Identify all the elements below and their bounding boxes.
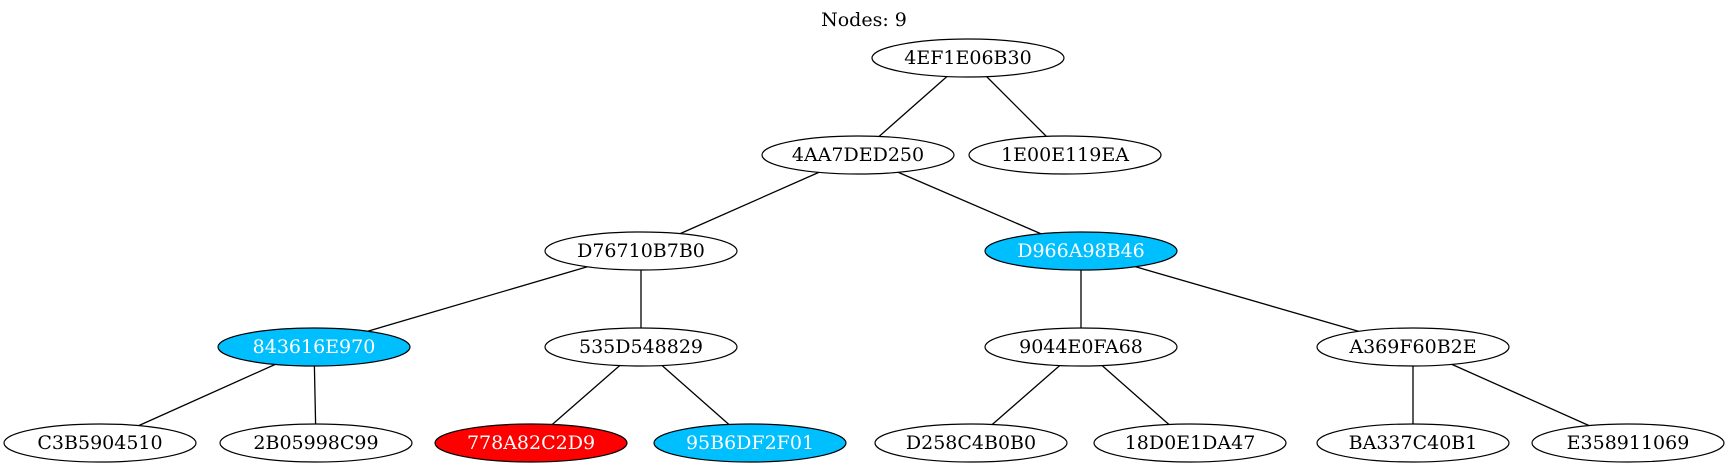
node-ellipse (1316, 327, 1510, 367)
edge-n8-n16 (1451, 363, 1590, 427)
node-ellipse (984, 327, 1178, 367)
node-label: A369F60B2E (1348, 336, 1476, 358)
node-label: 843616E970 (253, 336, 376, 358)
edge-n7-n14 (1101, 365, 1170, 425)
tree-node: 18D0E1DA47 (1093, 423, 1287, 463)
tree-node: 4AA7DED250 (761, 135, 955, 175)
node-label: 18D0E1DA47 (1125, 432, 1256, 454)
edge-n0-n2 (986, 76, 1047, 137)
node-ellipse (434, 423, 628, 463)
node-ellipse (761, 135, 955, 175)
edge-n5-n10 (313, 365, 317, 425)
node-label: 95B6DF2F01 (686, 432, 814, 454)
edges-layer (138, 76, 1590, 427)
tree-node: 2B05998C99 (219, 423, 413, 463)
diagram-title: Nodes: 9 (821, 9, 907, 31)
node-ellipse (3, 423, 197, 463)
node-ellipse (1093, 423, 1287, 463)
edge-n3-n5 (367, 266, 588, 332)
node-label: 1E00E119EA (1001, 144, 1129, 166)
node-ellipse (984, 231, 1178, 271)
tree-node: E358911069 (1531, 423, 1725, 463)
tree-node: 535D548829 (544, 327, 738, 367)
node-ellipse (544, 231, 738, 271)
node-ellipse (219, 423, 413, 463)
node-ellipse (874, 423, 1068, 463)
node-ellipse (1316, 423, 1510, 463)
node-label: 535D548829 (579, 336, 703, 358)
tree-node: 4EF1E06B30 (871, 38, 1065, 78)
edge-n5-n9 (138, 363, 276, 427)
node-label: BA337C40B1 (1349, 432, 1478, 454)
edge-n4-n8 (1135, 266, 1359, 332)
edge-n1-n3 (679, 171, 820, 235)
node-ellipse (968, 135, 1162, 175)
tree-node: 843616E970 (217, 327, 411, 367)
edge-n6-n11 (551, 365, 621, 425)
tree-node: A369F60B2E (1316, 327, 1510, 367)
node-label: D966A98B46 (1017, 240, 1145, 262)
tree-node: D76710B7B0 (544, 231, 738, 271)
tree-node: 778A82C2D9 (434, 423, 628, 463)
tree-node: BA337C40B1 (1316, 423, 1510, 463)
tree-node: 95B6DF2F01 (653, 423, 847, 463)
tree-node: 1E00E119EA (968, 135, 1162, 175)
node-label: D76710B7B0 (577, 240, 705, 262)
node-label: 9044E0FA68 (1019, 336, 1143, 358)
node-label: 778A82C2D9 (467, 432, 595, 454)
edge-n1-n4 (897, 171, 1042, 235)
tree-node: D966A98B46 (984, 231, 1178, 271)
node-ellipse (544, 327, 738, 367)
node-label: D258C4B0B0 (906, 432, 1036, 454)
node-label: E358911069 (1567, 432, 1690, 454)
tree-node: D258C4B0B0 (874, 423, 1068, 463)
edge-n0-n1 (878, 76, 948, 137)
edge-n7-n13 (991, 365, 1061, 425)
node-label: 4AA7DED250 (792, 144, 924, 166)
node-ellipse (871, 38, 1065, 78)
node-label: C3B5904510 (37, 432, 162, 454)
node-ellipse (217, 327, 411, 367)
tree-node: 9044E0FA68 (984, 327, 1178, 367)
node-ellipse (1531, 423, 1725, 463)
nodes-layer: 4EF1E06B30 4AA7DED250 1E00E119EA D76710B7B0… (3, 38, 1725, 463)
node-ellipse (653, 423, 847, 463)
edge-n6-n12 (661, 365, 730, 425)
node-label: 4EF1E06B30 (904, 47, 1031, 69)
node-label: 2B05998C99 (253, 432, 378, 454)
tree-node: C3B5904510 (3, 423, 197, 463)
